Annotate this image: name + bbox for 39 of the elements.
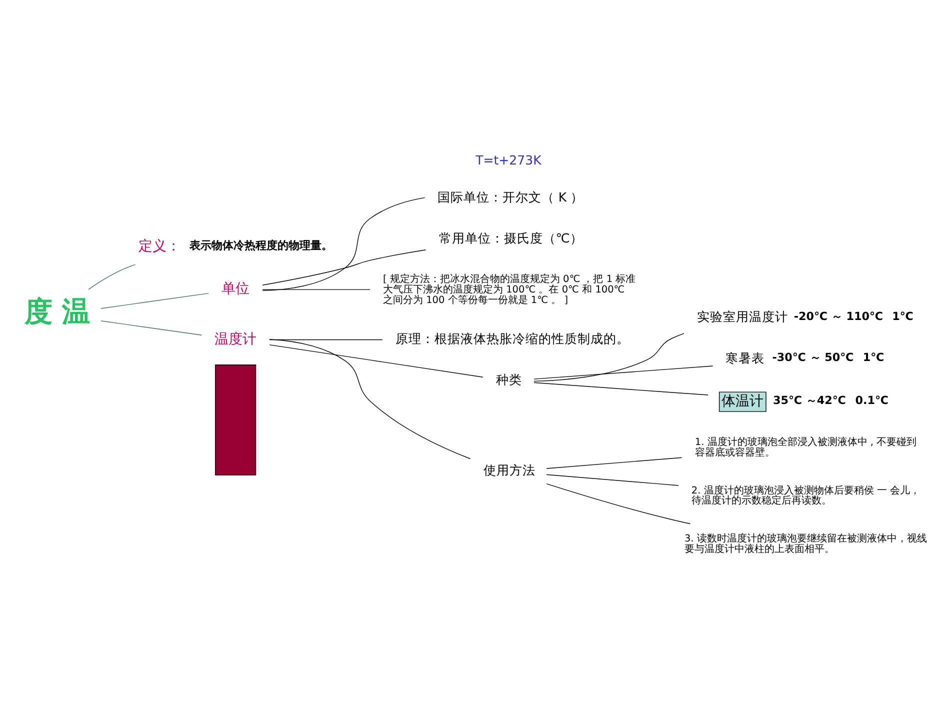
node-text: 实验室用温度计 xyxy=(697,309,788,324)
connector xyxy=(269,344,484,378)
node-label: -30℃ ～ 50℃ xyxy=(772,351,854,364)
node-text: 2. 温度计的玻璃泡浸入被测物体后要稍侯 一 会儿，待温度计的示数稳定后再读数。 xyxy=(691,485,920,507)
node-text: 常用单位：摄氏度（℃） xyxy=(438,230,583,246)
connector xyxy=(269,339,383,340)
node-label: -20℃ ～ 110℃ xyxy=(794,310,884,324)
connector xyxy=(262,197,426,291)
node-text: 定义： xyxy=(138,238,181,255)
connector xyxy=(88,264,136,290)
node-text: 种类 xyxy=(496,372,522,387)
connector xyxy=(546,474,679,486)
connector xyxy=(100,320,202,336)
connector xyxy=(534,333,684,382)
connector xyxy=(269,339,471,460)
node-text: 使用方法 xyxy=(483,462,536,478)
connector xyxy=(100,292,209,309)
node-label: 35℃ ～42℃ xyxy=(772,394,846,407)
node-text: [ 规定方法：把冰水混合物的温度规定为 0℃ ，把 1 标准大气压下沸水的温度规定为 100℃ 。在 0℃ 和 100℃ 之间分为 100 个等份每一份就是 1℃ 。 ] xyxy=(382,274,636,306)
node-bar xyxy=(215,364,256,476)
node-label: 1℃ xyxy=(892,310,914,324)
node-text: 国际单位：开尔文（ K ） xyxy=(437,189,584,204)
node-text: 单位 xyxy=(222,281,250,298)
node-text: 温度计 xyxy=(214,331,257,348)
node-label: 表示物体冷热程度的物理量。 xyxy=(190,239,333,252)
node-text: 1. 温度计的玻璃泡全部浸入被测液体中 , 不要碰到容器底或容器壁。 xyxy=(694,437,917,459)
node-text: 3. 读数时温度计的玻璃泡要继续留在被测液体中，视线要与温度计中液柱的上表面相平。 xyxy=(684,533,927,555)
node-text: 寒暑表 xyxy=(726,350,765,366)
node-text: 度 温 xyxy=(24,294,90,328)
connector xyxy=(546,483,691,524)
node-text: 原理：根据液体热胀冷缩的性质制成的。 xyxy=(396,330,630,346)
connector xyxy=(262,289,370,290)
label: T=t+273K xyxy=(476,152,542,168)
connector xyxy=(534,382,708,396)
connector xyxy=(534,366,714,380)
node-label: 0.1℃ xyxy=(855,394,888,407)
node-label: 1℃ xyxy=(862,351,884,364)
connector xyxy=(262,250,426,286)
connector xyxy=(546,457,682,469)
